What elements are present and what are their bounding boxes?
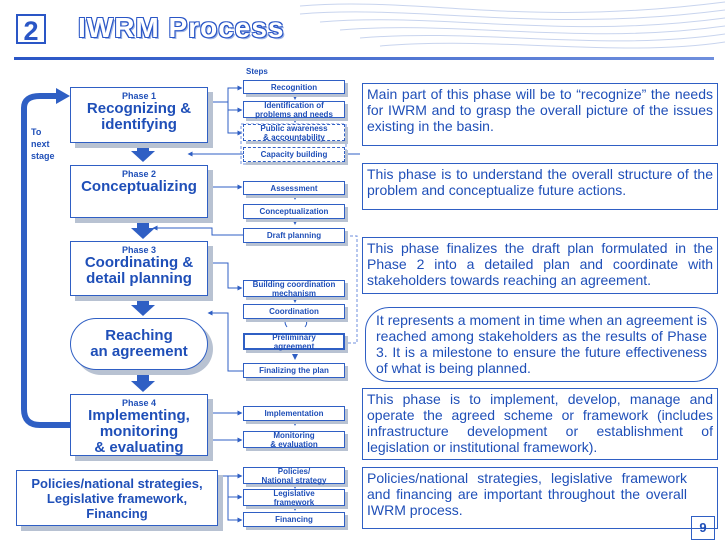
phase-3-box: Phase 3 Coordinating & detail planning <box>70 241 208 296</box>
phase-2-box: Phase 2 Conceptualizing <box>70 165 208 218</box>
phase-1-label: Phase 1 <box>121 91 157 101</box>
policies-line-1: Policies/national strategies, <box>31 476 203 491</box>
step-policies-national: Policies/National strategy <box>243 467 345 485</box>
phase-2-label: Phase 2 <box>121 169 157 179</box>
step-recognition: Recognition <box>243 80 345 94</box>
step-draft-planning: Draft planning <box>243 228 345 243</box>
step-capacity-building: Capacity building <box>243 147 345 162</box>
step-implementation: Implementation <box>243 406 345 421</box>
step-coordination: Coordination <box>243 304 345 319</box>
phase-4-name: Implementing, <box>88 407 190 424</box>
phase-1-name: Recognizing & <box>86 100 192 117</box>
reaching-agreement-name: Reaching <box>105 327 173 344</box>
reaching-agreement-oval: Reaching an agreement <box>70 318 208 370</box>
policies-box: Policies/national strategies, Legislativ… <box>16 470 218 526</box>
phase-3-label: Phase 3 <box>121 245 157 255</box>
step-public-awareness: Public awareness& accountability <box>243 124 345 142</box>
phase-4-box: Phase 4 Implementing, monitoring & evalu… <box>70 394 208 456</box>
description-phase-1: Main part of this phase will be to “reco… <box>362 83 718 146</box>
step-monitoring: Monitoring& evaluation <box>243 431 345 449</box>
description-policies: Policies/national strategies, legislativ… <box>362 467 718 529</box>
phase-3-name: Coordinating & <box>84 254 194 271</box>
title-underline <box>14 57 714 60</box>
step-financing: Financing <box>243 512 345 527</box>
steps-heading: Steps <box>246 67 268 76</box>
step-finalizing-plan: Finalizing the plan <box>243 363 345 378</box>
section-number: 2 <box>16 14 46 46</box>
phase-4-label: Phase 4 <box>121 398 157 408</box>
step-conceptualization: Conceptualization <box>243 204 345 219</box>
description-agreement: It represents a moment in time when an a… <box>365 307 718 382</box>
description-phase-4: This phase is to implement, develop, man… <box>362 388 718 460</box>
policies-line-3: Financing <box>86 506 148 521</box>
phase-1-box: Phase 1 Recognizing & identifying <box>70 87 208 143</box>
policies-line-2: Legislative framework, <box>46 491 188 506</box>
description-phase-3: This phase finalizes the draft plan form… <box>362 237 718 294</box>
header-wave-decoration <box>299 1 725 49</box>
page-number: 9 <box>691 516 715 540</box>
step-assessment: Assessment <box>243 181 345 195</box>
page-title: IWRM Process <box>78 12 285 43</box>
phase-2-name: Conceptualizing <box>81 178 197 195</box>
description-phase-2: This phase is to understand the overall … <box>362 163 718 210</box>
